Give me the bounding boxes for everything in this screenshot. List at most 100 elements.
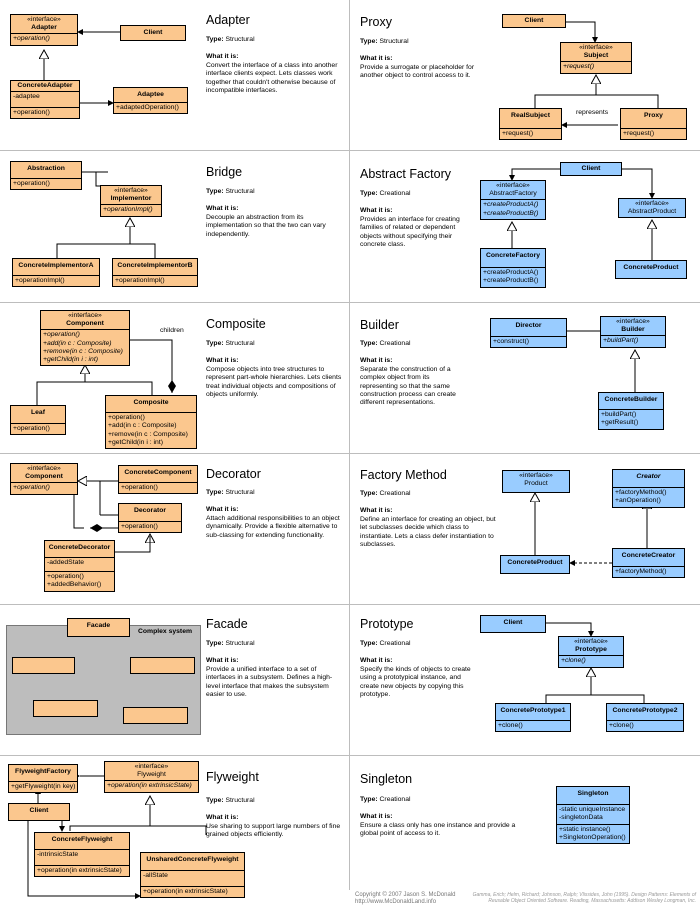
pattern-type: Type: Creational — [360, 796, 411, 803]
facade-class: Facade — [67, 618, 130, 638]
what-it-is-label: What it is: — [206, 657, 239, 664]
pattern-description: Specify the kinds of objects to create u… — [360, 666, 471, 698]
row-divider — [0, 453, 700, 454]
pattern-description: Decouple an abstraction from its impleme… — [206, 214, 326, 238]
children-label: children — [160, 327, 184, 334]
row-divider — [0, 150, 700, 151]
flyweight-factory-class: FlyweightFactory +getFlyweight(in key) — [8, 764, 78, 794]
what-it-is-label: What it is: — [206, 53, 239, 60]
pattern-title: Bridge — [206, 165, 243, 179]
subsystem-class — [130, 657, 195, 674]
fm-concrete-product-class: ConcreteProduct — [500, 555, 570, 575]
subsystem-class — [12, 657, 75, 674]
pattern-description: Separate the construction of a complex o… — [360, 366, 456, 407]
decorator-class: Decorator +operation() — [118, 503, 182, 534]
pattern-title: Composite — [206, 317, 266, 331]
pattern-title: Builder — [360, 318, 399, 332]
pattern-title: Singleton — [360, 772, 413, 786]
pattern-type: Type: Structural — [360, 38, 409, 45]
pattern-type: Type: Creational — [360, 340, 411, 347]
pattern-description: Use sharing to support large numbers of … — [206, 823, 341, 839]
what-it-is-label: What it is: — [360, 357, 393, 364]
concrete-implementor-a-class: ConcreteImplementorA +operationImpl() — [12, 258, 100, 288]
pattern-description: Define an interface for creating an obje… — [360, 516, 496, 548]
what-it-is-label: What it is: — [360, 813, 393, 820]
subsystem-class — [33, 700, 98, 717]
concrete-component-class: ConcreteComponent +operation() — [118, 465, 198, 495]
builder-interface-class: «interface»Builder +buildPart() — [600, 316, 666, 348]
complex-system-label: Complex system — [138, 628, 193, 635]
pattern-type: Type: Structural — [206, 489, 255, 496]
pattern-title: Decorator — [206, 467, 261, 481]
pattern-type: Type: Structural — [206, 640, 255, 647]
pattern-description: Provide a unified interface to a set of … — [206, 666, 333, 698]
what-it-is-label: What it is: — [360, 55, 393, 62]
pattern-title: Adapter — [206, 13, 250, 27]
abstract-factory-interface-class: «interface»AbstractFactory +createProduc… — [480, 180, 546, 220]
pattern-type: Type: Structural — [206, 797, 255, 804]
pattern-description: Compose objects into tree structures to … — [206, 366, 342, 398]
adaptee-class: Adaptee +adaptedOperation() — [113, 87, 188, 115]
concrete-creator-class: ConcreteCreator +factoryMethod() — [612, 548, 685, 579]
pattern-description: Convert the interface of a class into an… — [206, 62, 338, 94]
column-divider — [349, 0, 350, 890]
citation-footer: Gamma, Erich; Helm, Richard; Johnson, Ra… — [472, 892, 696, 904]
concrete-factory-class: ConcreteFactory +createProductA()+create… — [480, 248, 546, 288]
pattern-title: Flyweight — [206, 770, 259, 784]
leaf-class: Leaf +operation() — [10, 405, 66, 436]
prototype-client-class: Client — [480, 615, 546, 634]
proxy-class: Proxy +request() — [620, 108, 687, 141]
abstract-product-interface-class: «interface»AbstractProduct — [618, 198, 686, 219]
concrete-flyweight-class: ConcreteFlyweight -intrinsicState +opera… — [34, 832, 130, 878]
pattern-type: Type: Structural — [206, 188, 255, 195]
af-client-class: Client — [560, 162, 622, 177]
pattern-title: Abstract Factory — [360, 167, 451, 181]
row-divider — [0, 755, 700, 756]
abstraction-class: Abstraction +operation() — [10, 161, 82, 191]
subject-interface-class: «interface»Subject +request() — [560, 42, 632, 74]
proxy-client-class: Client — [502, 14, 566, 29]
row-divider — [0, 604, 700, 605]
what-it-is-label: What it is: — [360, 657, 393, 664]
pattern-type: Type: Structural — [206, 36, 255, 43]
what-it-is-label: What it is: — [360, 207, 393, 214]
concrete-prototype2-class: ConcretePrototype2 +clone() — [606, 703, 684, 733]
decorator-component-interface: «interface»Component +operation() — [10, 463, 78, 495]
product-interface-class: «interface»Product — [502, 470, 570, 493]
singleton-class: Singleton -static uniqueInstance-singlet… — [556, 786, 630, 845]
what-it-is-label: What it is: — [360, 507, 393, 514]
pattern-title: Proxy — [360, 15, 392, 29]
concrete-implementor-b-class: ConcreteImplementorB +operationImpl() — [112, 258, 198, 288]
what-it-is-label: What it is: — [206, 506, 239, 513]
prototype-interface-class: «interface»Prototype +clone() — [558, 636, 624, 668]
implementor-interface-class: «interface»Implementor +operationImpl() — [100, 185, 162, 217]
what-it-is-label: What it is: — [206, 357, 239, 364]
pattern-description: Provides an interface for creating famil… — [360, 216, 460, 248]
pattern-description: Ensure a class only has one instance and… — [360, 822, 516, 838]
flyweight-interface-class: «interface»Flyweight +operation(in extri… — [104, 761, 199, 793]
pattern-type: Type: Creational — [360, 190, 411, 197]
concrete-product-class: ConcreteProduct — [615, 260, 687, 280]
pattern-description: Provide a surrogate or placeholder for a… — [360, 64, 475, 80]
creator-class: Creator +factoryMethod()+anOperation() — [612, 469, 685, 508]
concrete-prototype1-class: ConcretePrototype1 +clone() — [495, 703, 571, 733]
concrete-decorator-class: ConcreteDecorator -addedState +operation… — [44, 540, 115, 592]
pattern-type: Type: Structural — [206, 340, 255, 347]
pattern-title: Prototype — [360, 617, 414, 631]
pattern-description: Attach additional responsibilities to an… — [206, 515, 340, 539]
unshared-concrete-flyweight-class: UnsharedConcreteFlyweight -allState +ope… — [140, 852, 245, 899]
pattern-type: Type: Creational — [360, 490, 411, 497]
subsystem-class — [123, 707, 188, 724]
pattern-title: Factory Method — [360, 468, 447, 482]
adapter-client-class: Client — [120, 25, 186, 42]
adapter-interface-class: «interface»Adapter +operation() — [10, 14, 78, 46]
pattern-type: Type: Creational — [360, 640, 411, 647]
represents-label: represents — [576, 109, 609, 116]
component-interface-class: «interface»Component +operation()+add(in… — [40, 310, 130, 367]
what-it-is-label: What it is: — [206, 814, 239, 821]
composite-class: Composite +operation()+add(in c : Compos… — [105, 395, 197, 450]
concrete-builder-class: ConcreteBuilder +buildPart()+getResult() — [598, 392, 664, 430]
what-it-is-label: What it is: — [206, 205, 239, 212]
row-divider — [0, 302, 700, 303]
